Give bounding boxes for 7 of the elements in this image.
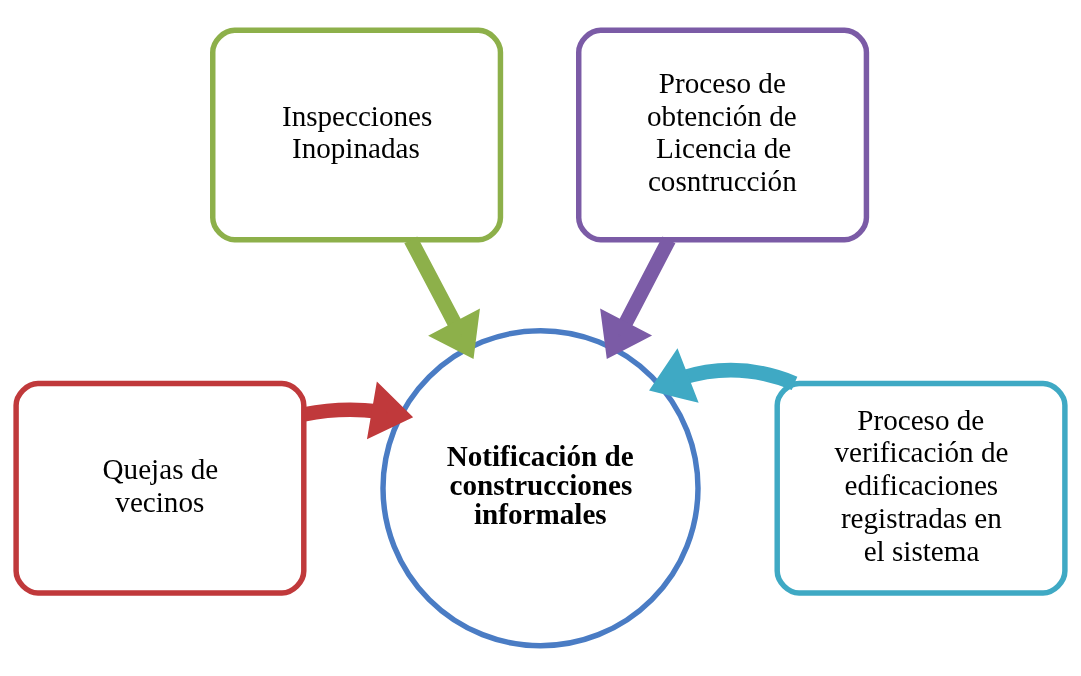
arrow: [600, 236, 676, 360]
arrow: [649, 348, 798, 403]
node-box: Quejas de vecinos: [13, 380, 307, 596]
node-box: Proceso de obtención de Licencia de cosntrucción: [576, 27, 870, 243]
node-box: Proceso de verificación de edificaciones registradas en el sistema: [774, 380, 1068, 596]
arrow: [404, 236, 480, 360]
node-box: Inspecciones Inopinadas: [210, 27, 504, 243]
